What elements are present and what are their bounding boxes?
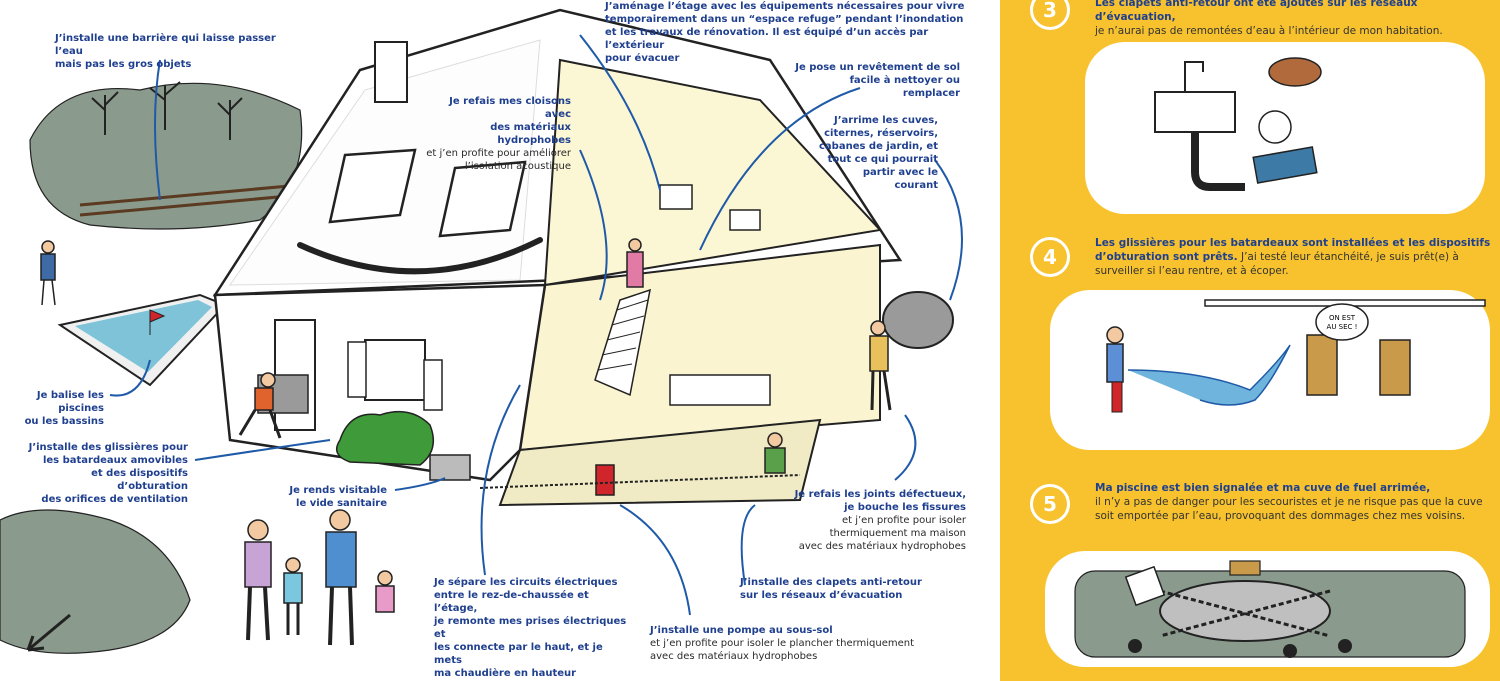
illustration-panel: J’installe une barrière qui laisse passe… — [0, 1, 966, 679]
stairs — [594, 288, 651, 397]
label-etage: J’aménage l’étage avec les équipements n… — [605, 1, 965, 64]
crawl-space-grate — [429, 454, 471, 481]
step-4-badge: 4 — [1030, 237, 1070, 277]
window-shutter-left — [347, 341, 367, 398]
sink-pipe-drawing — [1154, 57, 1322, 191]
sump-pump — [595, 464, 615, 496]
annotation-arrows — [109, 34, 963, 616]
step-5-illustration — [1045, 551, 1490, 667]
person-left — [40, 240, 56, 306]
worker-sealing — [764, 432, 786, 474]
worker-door — [238, 372, 282, 439]
pool-flag — [149, 309, 166, 335]
label-pompe: J’installe une pompe au sous-sol et j’en… — [650, 625, 915, 662]
house-illustration — [0, 8, 963, 654]
attic-boxes — [729, 209, 761, 231]
water-spray-drawing: ON EST AU SEC ! — [1106, 299, 1486, 413]
anchored-tank-drawing — [1074, 560, 1466, 658]
front-window — [364, 339, 426, 401]
worker-ladder — [626, 238, 644, 288]
step-3-badge: 3 — [1030, 0, 1070, 30]
family — [244, 509, 395, 646]
attic-monitor — [659, 184, 693, 210]
bare-trees — [91, 81, 243, 140]
step-5-text: Ma piscine est bien signalée et ma cuve … — [1095, 482, 1483, 522]
speech-bubble-line-2: AU SEC ! — [1327, 323, 1358, 331]
flow-arrow — [26, 613, 71, 652]
ground-line — [479, 474, 801, 489]
step-3-text: Les clapets anti-retour ont été ajoutés … — [1095, 0, 1443, 37]
step-3-illustration — [1085, 42, 1485, 214]
pool-water — [75, 300, 212, 372]
chimney — [374, 41, 408, 103]
roof-smile — [297, 237, 543, 275]
debris-water — [0, 509, 191, 654]
step-4-text: Les glissières pour les batardeaux sont … — [1095, 237, 1491, 277]
fuel-tank — [882, 291, 954, 349]
step-5-badge: 5 — [1030, 484, 1070, 524]
stair-steps — [597, 299, 649, 371]
interior-attic — [543, 58, 882, 287]
label-cuves: J’arrime les cuves,citernes, réservoirs,… — [819, 115, 938, 191]
hedge — [335, 410, 435, 466]
label-barrier: J’installe une barrière qui laisse passe… — [55, 33, 276, 70]
worker-painter — [869, 320, 892, 411]
kitchen-counter — [669, 374, 771, 406]
speech-bubble-line-1: ON EST — [1329, 314, 1356, 322]
window-shutter-right — [423, 359, 443, 411]
label-joints: Je refais les joints défectueux,je bouch… — [794, 489, 966, 552]
step-4-illustration: ON EST AU SEC ! — [1050, 290, 1490, 450]
roof-window-2 — [438, 160, 527, 238]
roof-window-1 — [328, 148, 417, 224]
garden-fence — [79, 183, 301, 217]
